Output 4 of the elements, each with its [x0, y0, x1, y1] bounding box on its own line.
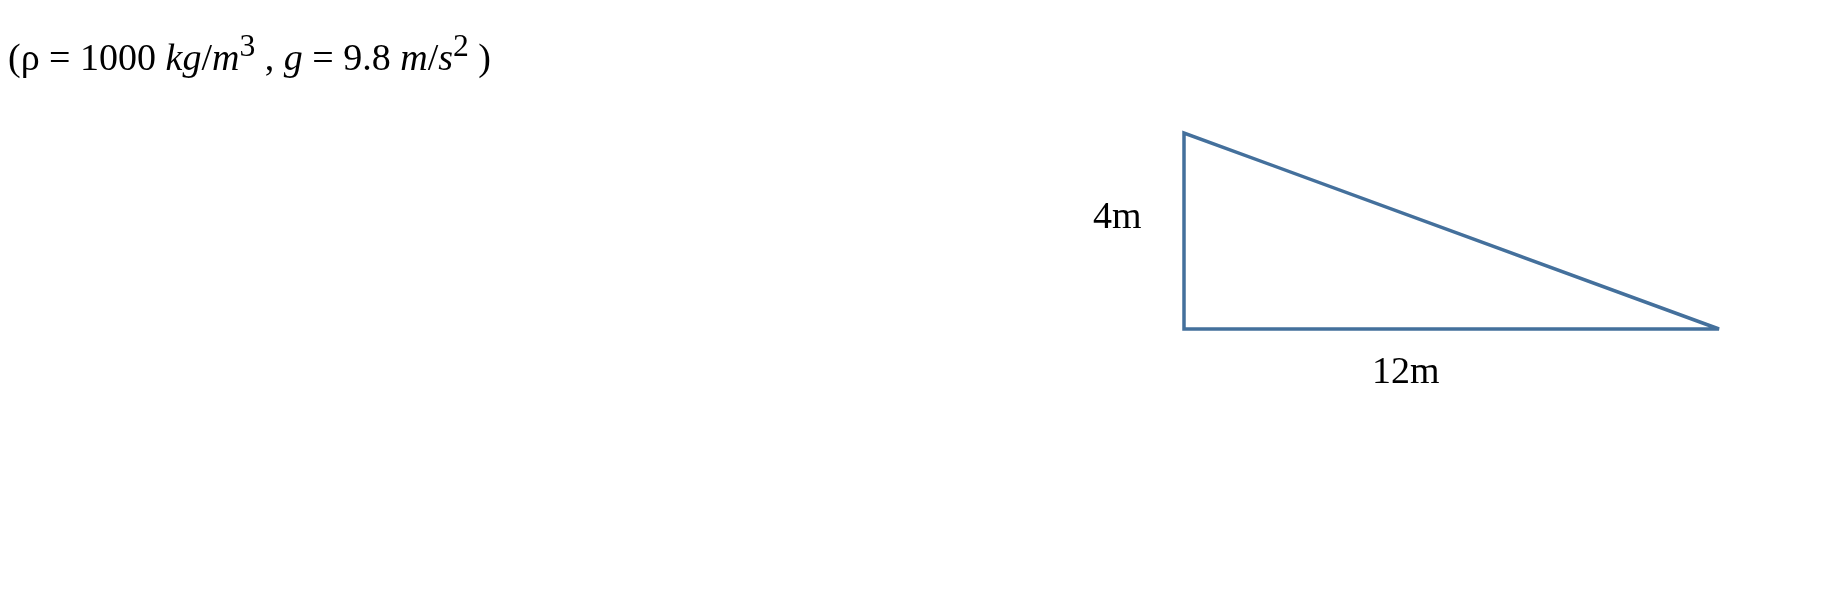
right-triangle	[1182, 130, 1721, 331]
formula-text: (ρ = 1000 kg/m$^{3}$ , g = 9.8 m/s$^{2}$ )	[8, 28, 491, 79]
dimension-label: 4m	[1093, 193, 1142, 237]
dimension-label: 12m	[1372, 348, 1440, 392]
